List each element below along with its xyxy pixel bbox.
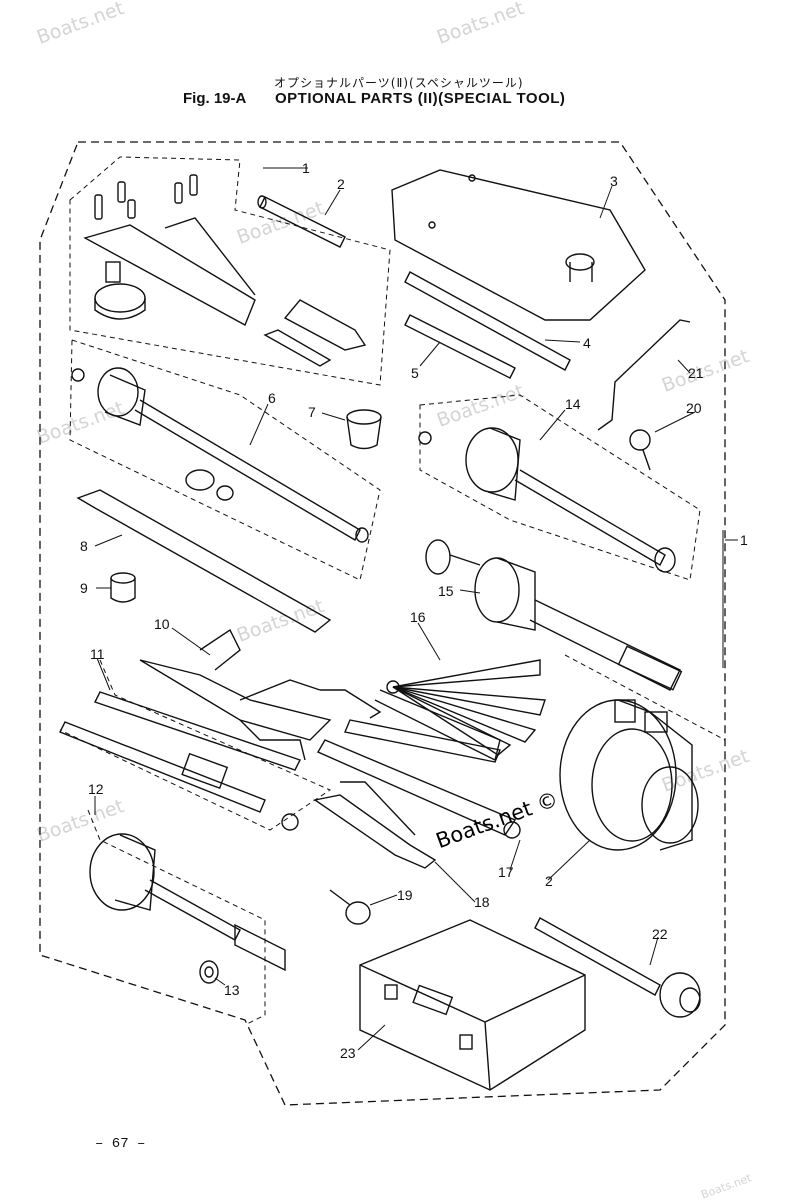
callout-21: 21 (688, 365, 704, 381)
part-3-plate (391, 169, 646, 321)
callout-13: 13 (224, 982, 240, 998)
outer-boundary (39, 141, 726, 1106)
group-frame-14 (419, 394, 701, 581)
part-2-rod (257, 195, 346, 248)
callout-1: 1 (302, 160, 310, 176)
group-frame-11 (59, 659, 332, 831)
callout-2b: 2 (545, 873, 553, 889)
callout-10: 10 (154, 616, 170, 632)
callout-18: 18 (474, 894, 490, 910)
part-10-pliers (139, 628, 382, 761)
part-18-pliers (313, 781, 437, 869)
callout-15: 15 (438, 583, 454, 599)
callout-5: 5 (411, 365, 419, 381)
callout-4: 4 (583, 335, 591, 351)
callout-14: 14 (565, 396, 581, 412)
part-12-puller (89, 833, 286, 972)
callout-19: 19 (397, 887, 413, 903)
callout-6: 6 (268, 390, 276, 406)
group-frame-1 (69, 156, 391, 386)
part-22-tool (534, 917, 701, 1018)
part-14-puller (418, 427, 676, 573)
callout-9: 9 (80, 580, 88, 596)
part-15-tool (425, 539, 683, 691)
callout-11: 11 (90, 646, 105, 662)
callout-12: 12 (88, 781, 104, 797)
part-5-rod (404, 314, 516, 379)
group-frame-6 (69, 339, 381, 581)
callout-8: 8 (80, 538, 88, 554)
callout-7: 7 (308, 404, 316, 420)
callout-16: 16 (410, 609, 426, 625)
callout-3: 3 (610, 173, 618, 189)
part-11-tool (59, 691, 301, 831)
part-1-assembly (83, 174, 367, 367)
part-17-bars (317, 719, 521, 839)
callout-2: 2 (337, 176, 345, 192)
group-frame-2 (564, 654, 726, 741)
part-20-eye-bolt (629, 429, 651, 471)
part-9-collar (110, 572, 136, 603)
part-6-puller (71, 367, 369, 543)
group-frame-12 (87, 809, 266, 1026)
part-13-ring (199, 960, 219, 984)
page-number: – 67 – (95, 1136, 146, 1152)
diagram-title: OPTIONAL PARTS (II)(SPECIAL TOOL) (275, 90, 566, 107)
part-23-tool-box (359, 919, 586, 1091)
part-16-feeler-gauge (374, 659, 546, 762)
callout-23: 23 (340, 1045, 356, 1061)
japanese-title: オプショナルパーツ(Ⅱ)(スペシャルツール) (274, 76, 524, 90)
part-8-bar (76, 489, 332, 633)
callout-17: 17 (498, 864, 514, 880)
part-19-eye-bolt (329, 889, 371, 925)
part-2-bearing-tool (559, 699, 699, 851)
figure-label: Fig. 19-A (183, 90, 247, 107)
callout-20: 20 (686, 400, 702, 416)
part-21-wire (597, 319, 691, 431)
callout-1b: 1 (740, 532, 748, 548)
part-4-rod (404, 271, 571, 371)
callout-22: 22 (652, 926, 668, 942)
part-7-sleeve (346, 409, 382, 450)
callout-labels: 1 2 3 4 5 6 7 8 9 10 11 12 13 14 15 16 1… (80, 160, 748, 1061)
